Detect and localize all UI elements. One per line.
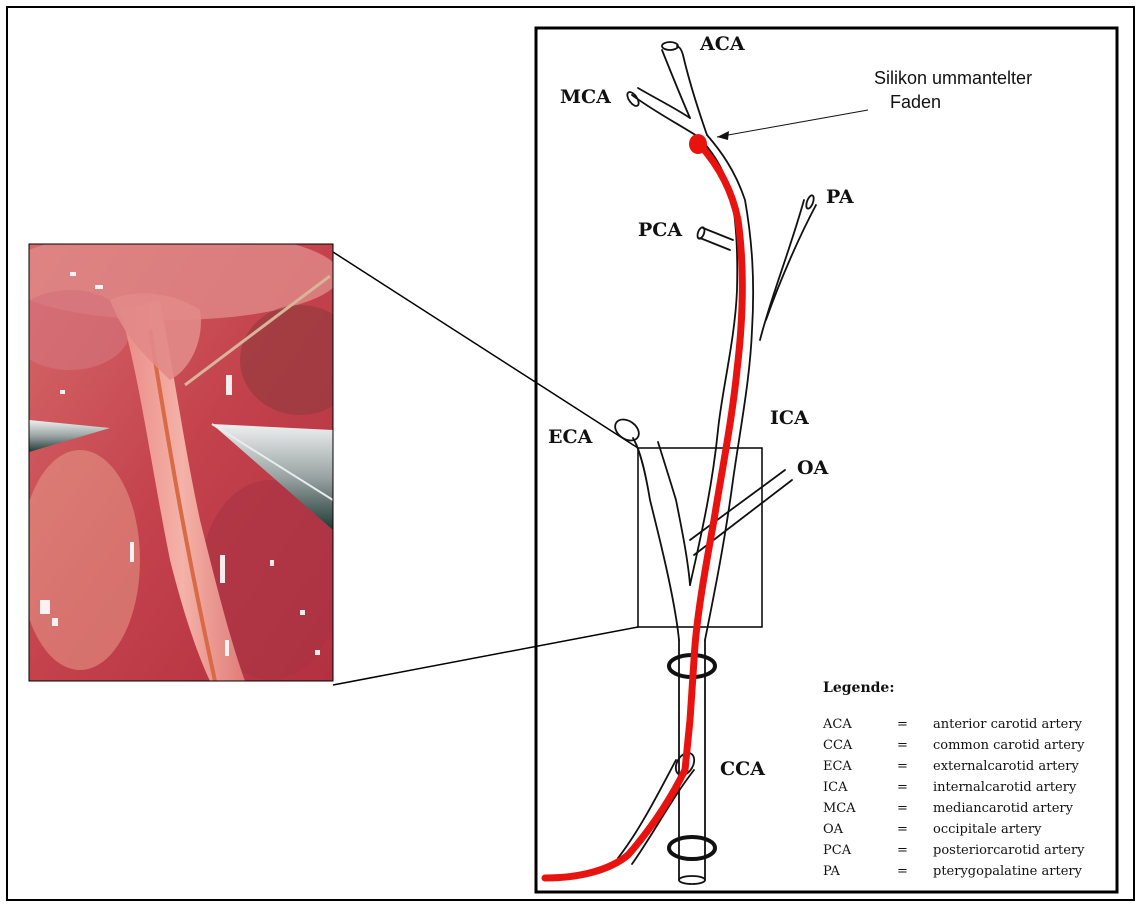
legend-title: Legende: bbox=[823, 680, 895, 696]
legend-sep: = bbox=[897, 759, 908, 774]
legend-sep: = bbox=[897, 780, 908, 795]
legend-sep: = bbox=[897, 801, 908, 816]
callout-arrow-line bbox=[717, 110, 868, 137]
legend-sep: = bbox=[897, 822, 908, 837]
legend-sep: = bbox=[897, 843, 908, 858]
legend-desc: pterygopalatine artery bbox=[933, 864, 1083, 879]
callout-line-1: Silikon ummantelter bbox=[874, 68, 1032, 88]
label-oa: OA bbox=[797, 457, 829, 479]
legend-abbr: MCA bbox=[823, 801, 856, 816]
legend-abbr: PA bbox=[823, 864, 841, 879]
filament-line bbox=[545, 145, 742, 878]
legend-desc: anterior carotid artery bbox=[933, 717, 1083, 732]
legend-abbr: OA bbox=[823, 822, 844, 837]
legend-desc: internalcarotid artery bbox=[933, 780, 1077, 795]
legend-abbr: ACA bbox=[822, 717, 852, 732]
zoom-line-bottom bbox=[333, 627, 638, 685]
label-cca: CCA bbox=[720, 758, 765, 780]
legend-desc: externalcarotid artery bbox=[933, 759, 1079, 774]
legend-sep: = bbox=[897, 738, 908, 753]
callout-line-2: Faden bbox=[890, 92, 941, 112]
label-aca: ACA bbox=[699, 33, 745, 55]
legend-abbr: ECA bbox=[823, 759, 852, 774]
legend-abbr: CCA bbox=[823, 738, 853, 753]
label-mca: MCA bbox=[560, 86, 611, 108]
legend-desc: posteriorcarotid artery bbox=[933, 843, 1085, 858]
label-eca: ECA bbox=[548, 426, 593, 448]
callout-arrowhead bbox=[717, 131, 729, 140]
legend-sep: = bbox=[897, 864, 908, 879]
legend-desc: mediancarotid artery bbox=[933, 801, 1074, 816]
legend-desc: occipitale artery bbox=[933, 822, 1042, 837]
zoom-line-top bbox=[333, 252, 638, 448]
legend-desc: common carotid artery bbox=[933, 738, 1085, 753]
surgical-photo bbox=[0, 230, 360, 681]
legend-abbr: ICA bbox=[823, 780, 848, 795]
legend: Legende: ACA = anterior carotid artery C… bbox=[822, 680, 1085, 879]
label-pca: PCA bbox=[638, 219, 682, 241]
legend-sep: = bbox=[897, 717, 908, 732]
filament-tip bbox=[689, 134, 707, 154]
label-pa: PA bbox=[826, 186, 854, 208]
label-ica: ICA bbox=[770, 407, 809, 429]
legend-abbr: PCA bbox=[823, 843, 852, 858]
